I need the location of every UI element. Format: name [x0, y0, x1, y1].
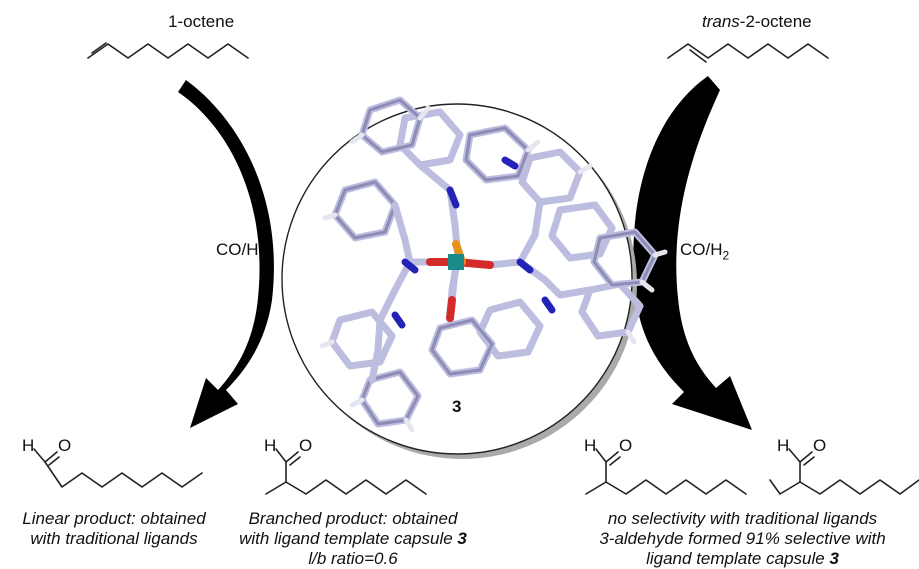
- branched-h-atom: H: [264, 436, 276, 455]
- linear-caption-line2: with traditional ligands: [30, 529, 198, 548]
- ethyl-o-atom: O: [813, 436, 826, 455]
- right-branched-o-atom: O: [619, 436, 632, 455]
- branched-product-caption: Branched product: obtained with ligand t…: [228, 509, 478, 569]
- branched-caption-line2: with ligand template capsule 3: [228, 529, 478, 549]
- right-reaction-arrow: [633, 76, 752, 430]
- branched-caption-line1: Branched product: obtained: [248, 509, 458, 528]
- ethyl-branched-aldehyde-structure: [769, 448, 919, 495]
- right-reagent-main: CO/H: [680, 240, 723, 259]
- left-reactant-label: 1-octene: [168, 12, 235, 31]
- octene-suffix: -2-octene: [739, 12, 812, 31]
- right-caption-line3-text: ligand template capsule: [646, 549, 830, 568]
- capsule-label: 3: [452, 397, 462, 416]
- branched-aldehyde-structure: [265, 448, 427, 495]
- right-caption-line3-bold: 3: [829, 549, 839, 568]
- linear-o-atom: O: [58, 436, 71, 455]
- right-caption-line2: 3-aldehyde formed 91% selective with: [599, 529, 886, 548]
- branched-caption-line3: l/b ratio=0.6: [308, 549, 398, 568]
- linear-aldehyde-structure: [33, 448, 203, 488]
- branched-caption-line2-bold: 3: [457, 529, 467, 548]
- right-branched-aldehyde-structure: [585, 448, 747, 495]
- trans-2-octene-structure: [667, 43, 829, 63]
- linear-product-caption: Linear product: obtained with traditiona…: [4, 509, 224, 549]
- branched-o-atom: O: [299, 436, 312, 455]
- left-reagent-subscript: 2: [258, 248, 266, 263]
- right-reactant-label: trans-2-octene: [702, 12, 812, 32]
- trans-prefix: trans: [702, 12, 740, 31]
- left-reaction-arrow: [178, 80, 274, 428]
- right-products-caption: no selectivity with traditional ligands …: [570, 509, 915, 569]
- linear-caption-line1: Linear product: obtained: [22, 509, 206, 528]
- right-caption-line3: ligand template capsule 3: [570, 549, 915, 569]
- linear-h-atom: H: [22, 436, 34, 455]
- left-reagent-label: CO/H2: [216, 240, 265, 262]
- right-branched-h-atom: H: [584, 436, 596, 455]
- right-reagent-subscript: 2: [722, 248, 730, 263]
- 1-octene-structure: [87, 42, 249, 59]
- capsule-3-molecular-model: [319, 96, 668, 433]
- left-reagent-main: CO/H: [216, 240, 259, 259]
- ethyl-h-atom: H: [777, 436, 789, 455]
- right-reagent-label: CO/H2: [680, 240, 729, 262]
- branched-caption-line2-text: with ligand template capsule: [239, 529, 458, 548]
- right-caption-line1: no selectivity with traditional ligands: [607, 509, 878, 528]
